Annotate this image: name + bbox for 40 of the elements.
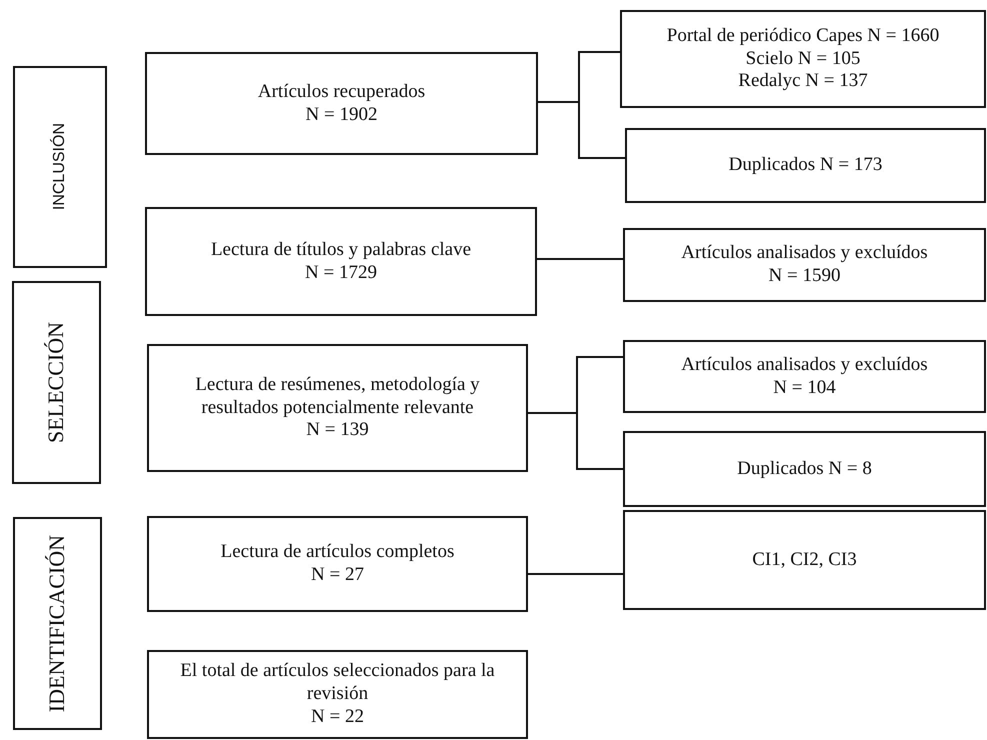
connector-line bbox=[528, 573, 623, 575]
box-text: N = 1729 bbox=[305, 262, 377, 284]
box-text: Scielo N = 105 bbox=[746, 48, 860, 70]
box-text: Lectura de títulos y palabras clave bbox=[210, 238, 472, 262]
process-box bbox=[623, 510, 986, 610]
process-box bbox=[147, 516, 528, 612]
box-text: N = 1590 bbox=[768, 265, 840, 288]
process-box bbox=[620, 10, 986, 108]
box-text: CI1, CI2, CI3 bbox=[752, 548, 857, 572]
box-text: Lectura de resúmenes, metodología y resultados potencialmente relevante bbox=[194, 374, 481, 420]
process-box bbox=[623, 228, 986, 302]
box-text: N = 22 bbox=[311, 706, 364, 729]
box-text: Artículos analisados y excluídos bbox=[681, 354, 928, 376]
process-box bbox=[145, 52, 538, 155]
process-box bbox=[623, 431, 986, 507]
phase-label-box bbox=[13, 517, 102, 730]
box-text: N = 104 bbox=[773, 376, 836, 400]
process-box bbox=[147, 344, 528, 472]
box-text: N = 27 bbox=[311, 564, 364, 587]
box-text: N = 1902 bbox=[306, 104, 378, 126]
phase-label: INCLUSIÓN bbox=[50, 123, 70, 211]
box-text: Artículos analisados y excluídos bbox=[681, 242, 928, 265]
box-text: Lectura de artículos completos bbox=[220, 541, 454, 564]
phase-label: IDENTIFICACIÓN bbox=[44, 534, 70, 712]
process-box bbox=[145, 207, 537, 316]
process-box bbox=[623, 340, 986, 413]
connector-line bbox=[538, 101, 625, 159]
box-text: Duplicados N = 8 bbox=[737, 458, 872, 480]
box-text: Redalyc N = 137 bbox=[738, 70, 868, 94]
connector-line bbox=[537, 258, 623, 260]
box-text: Artículos recuperados bbox=[258, 80, 426, 104]
box-text: El total de artículos seleccionados para la revisión bbox=[179, 660, 496, 706]
phase-label-box bbox=[12, 281, 101, 484]
box-text: Portal de periódico Capes N = 1660 bbox=[666, 24, 940, 48]
process-box bbox=[625, 128, 986, 203]
phase-label-box bbox=[13, 66, 107, 268]
box-text: Duplicados N = 173 bbox=[728, 154, 882, 177]
phase-label: SELECCIÓN bbox=[43, 322, 70, 443]
process-box bbox=[147, 650, 528, 739]
box-text: N = 139 bbox=[306, 419, 369, 442]
